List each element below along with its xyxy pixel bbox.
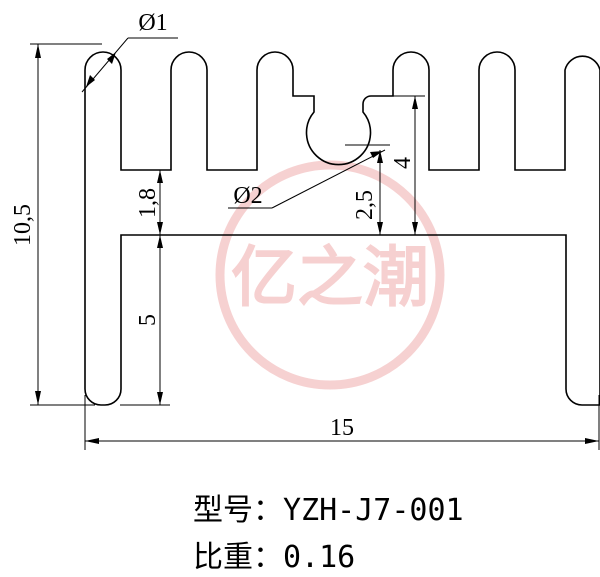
dim-width-total: [84, 395, 600, 450]
label-groove-depth: 2,5: [352, 190, 378, 220]
heatsink-outline: [84, 51, 600, 406]
leader-dia-1: [81, 37, 178, 93]
watermark-ring: [215, 160, 445, 390]
dim-groove-depth: [377, 150, 383, 235]
dim-lower-leg: [120, 235, 170, 406]
dim-groove-height: [393, 95, 425, 235]
dim-fin-base: [157, 170, 163, 235]
label-height-total: 10,5: [10, 204, 36, 246]
label-fin-base: 1,8: [135, 188, 161, 218]
dim-height-total: [30, 43, 102, 406]
label-lower-leg: 5: [135, 314, 161, 326]
caption-weight: 比重：0.16: [193, 540, 355, 575]
label-dia-1: Ø1: [138, 10, 167, 36]
label-dia-2: Ø2: [233, 183, 262, 209]
watermark-text: 亿之潮: [231, 239, 429, 316]
caption-model: 型号：YZH-J7-001: [193, 493, 464, 528]
label-groove-height: 4: [390, 157, 416, 169]
label-width-total: 15: [330, 415, 354, 441]
watermark-logo: 亿之潮: [215, 160, 445, 390]
